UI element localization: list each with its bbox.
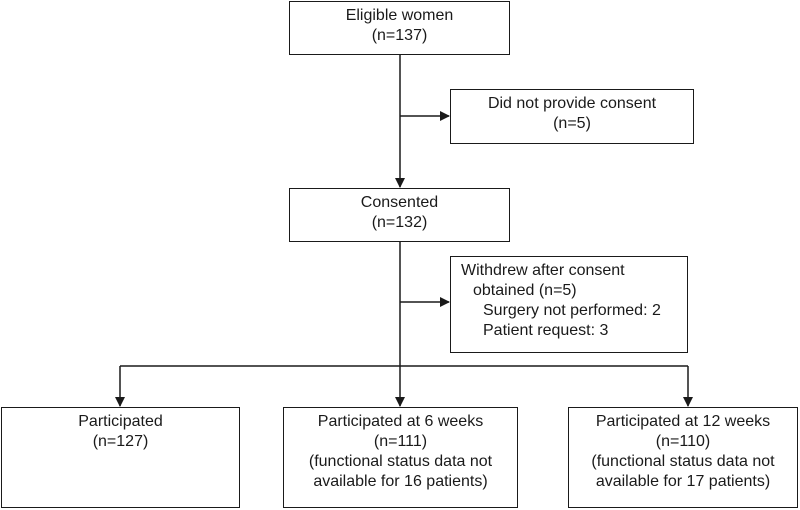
participated-6wk-note-line2: available for 16 patients) <box>313 473 488 490</box>
consented-box: Consented (n=132) <box>289 188 510 242</box>
consented-count: (n=132) <box>371 214 428 231</box>
withdrew-label-line1: Withdrew after consent <box>461 262 625 279</box>
withdrew-reason-surgery: Surgery not performed: 2 <box>483 302 661 319</box>
participated-label: Participated <box>78 413 163 430</box>
participated-6wk-count: (n=111) <box>373 433 428 450</box>
participated-12wk-count: (n=110) <box>655 433 711 450</box>
withdrew-reason-patient-request: Patient request: 3 <box>483 322 609 339</box>
participated-box: Participated (n=127) <box>1 407 240 508</box>
participated-count: (n=127) <box>92 433 149 450</box>
no-consent-count: (n=5) <box>553 115 591 132</box>
participated-12wk-note-line1: (functional status data not <box>591 453 775 470</box>
withdrew-box: Withdrew after consent obtained (n=5) Su… <box>450 256 688 353</box>
eligible-women-box: Eligible women (n=137) <box>289 1 510 55</box>
participated-12wk-note-line2: available for 17 patients) <box>595 473 771 490</box>
eligible-label: Eligible women <box>345 7 454 24</box>
participated-12-weeks-box: Participated at 12 weeks (n=110) (functi… <box>568 407 798 508</box>
no-consent-label: Did not provide consent <box>487 95 657 112</box>
consented-label: Consented <box>360 194 439 211</box>
participated-6wk-note-line1: (functional status data not <box>308 453 493 470</box>
eligible-count: (n=137) <box>371 27 428 44</box>
participated-6-weeks-box: Participated at 6 weeks (n=111) (functio… <box>283 407 518 508</box>
participated-12wk-label: Participated at 12 weeks <box>595 413 771 430</box>
withdrew-label-line2: obtained (n=5) <box>473 282 577 299</box>
no-consent-box: Did not provide consent (n=5) <box>450 89 694 144</box>
participated-6wk-label: Participated at 6 weeks <box>317 413 484 430</box>
